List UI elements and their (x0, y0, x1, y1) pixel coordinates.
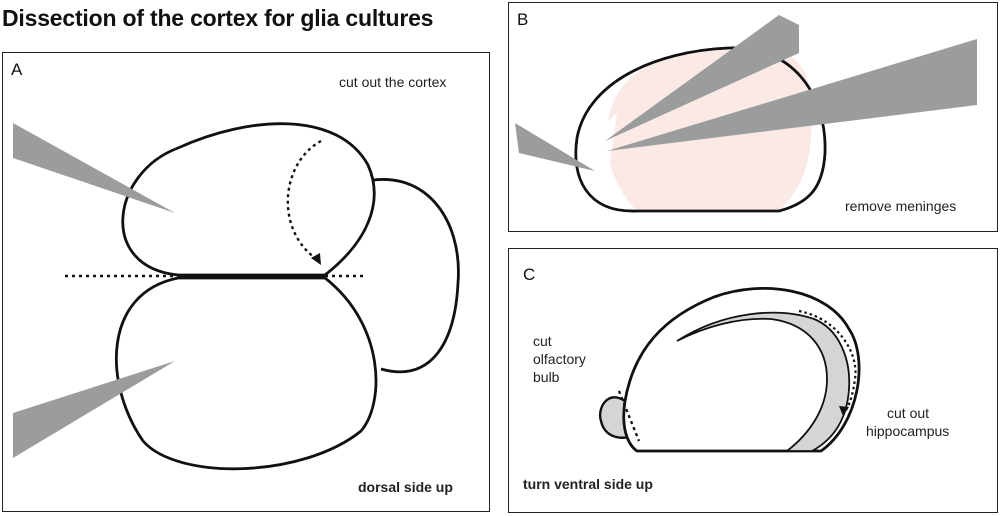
hippocampus-cut-arrow (798, 309, 857, 412)
panel-c-letter: C (523, 265, 536, 284)
panel-a-orientation: dorsal side up (358, 479, 453, 495)
panel-a: A cut out the cortex dorsal side up (2, 52, 490, 512)
panel-b-letter: B (517, 10, 529, 29)
cerebellum-outline (358, 178, 460, 374)
hippocampus-label-line2: hippocampus (866, 423, 950, 439)
panel-c-drawing (598, 286, 861, 453)
panel-b-drawing (515, 15, 977, 213)
olfactory-cut-line (617, 390, 641, 442)
panel-a-instruction: cut out the cortex (339, 74, 447, 90)
arrow-head (311, 253, 321, 265)
olfactory-label-line2: olfactory (533, 351, 586, 367)
forceps-top (605, 15, 799, 141)
hippocampus-arrow-head (839, 406, 849, 416)
panel-a-letter: A (11, 60, 23, 79)
forceps-large (607, 39, 977, 151)
lower-hemisphere-outline (115, 276, 378, 471)
upper-hemisphere-outline (121, 122, 376, 277)
cut-direction-arrow (286, 139, 322, 259)
olfactory-label-line3: bulb (533, 369, 560, 385)
forceps-small (515, 123, 595, 171)
panel-b-instruction: remove meninges (845, 198, 957, 214)
olfactory-label-line1: cut (533, 333, 552, 349)
figure-title: Dissection of the cortex for glia cultur… (2, 5, 434, 31)
forceps-upper (13, 123, 175, 213)
panel-b: B remove meninges (508, 2, 998, 232)
panel-c: C cut olfactory bulb cut out hippocampus… (508, 248, 998, 513)
panel-c-orientation: turn ventral side up (523, 476, 653, 492)
hippocampus-label-line1: cut out (887, 405, 930, 421)
forceps-lower (13, 361, 175, 458)
panel-a-drawing (13, 122, 460, 471)
hippocampus (676, 311, 851, 452)
